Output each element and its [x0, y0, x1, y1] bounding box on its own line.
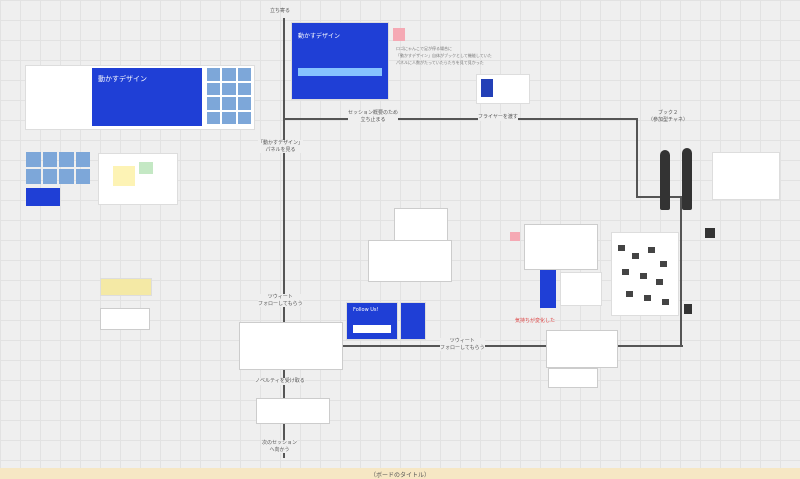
dark-tile-1 [705, 228, 715, 238]
flow-line-top [283, 118, 638, 120]
follow-us-title: Follow Us! [353, 307, 379, 313]
sketch-left [100, 308, 150, 330]
left-slide-panel[interactable]: 動かすデザイン [25, 65, 255, 130]
sketch-center [368, 240, 452, 282]
main-slide: 動かすデザイン [92, 68, 202, 126]
note-top-right-3: パネルに人数がたっていたらたちを見て見かった [396, 60, 484, 65]
floor-map[interactable] [98, 153, 178, 205]
person-silhouette-2 [682, 148, 692, 210]
red-note: 気持ちが変化した [515, 318, 556, 324]
slide-top-title: 動かすデザイン [298, 33, 341, 40]
label-next: 次のセッション へ向かう [262, 440, 298, 453]
dark-tile-2 [684, 304, 692, 314]
follow-us-slide[interactable]: Follow Us! [346, 302, 398, 340]
flow-line-right-down [680, 196, 682, 346]
pink-sticky [393, 28, 405, 41]
sketch-follow [239, 322, 343, 370]
slide-thumbnails [207, 68, 251, 124]
label-follow-left: ツウィート フォローしてもらう [258, 294, 303, 307]
label-flyer: フライヤーを渡す [478, 114, 518, 121]
label-panel: 「動かすデザイン」 パネルを見る [258, 140, 304, 153]
flow-line-right-drop [636, 118, 638, 198]
flow-line-right-hook [636, 196, 682, 198]
sketch-right-bottom [546, 330, 618, 368]
yellow-note-card[interactable] [100, 278, 152, 296]
grid-board[interactable] [611, 232, 679, 316]
note-top-right-2: 「動かすデザイン」自体がブックとして機能していた [396, 53, 492, 58]
label-follow-right: ツウィート フォローしてもらう [440, 338, 485, 351]
sketch-right-bottom-2 [548, 368, 598, 388]
pink-sticky-right [510, 232, 520, 241]
left-blue-card[interactable] [26, 188, 60, 206]
bottom-bar-text: （ボードのタイトル） [369, 472, 430, 479]
book-note-card[interactable] [712, 152, 780, 200]
sketch-right-top [524, 224, 598, 270]
sketch-small-top [394, 208, 448, 242]
note-top-right-1: ロゴにゃんこで足が停る場合に [396, 46, 452, 51]
person-silhouette-1 [660, 150, 670, 210]
sketch-novelty [256, 398, 330, 424]
label-novelty: ノベルティを受け取る [255, 378, 305, 385]
left-thumb-grid[interactable] [26, 152, 90, 184]
main-slide-title: 動かすデザイン [98, 75, 147, 83]
label-top: 立ち寄る [270, 8, 291, 14]
blue-poster[interactable] [540, 270, 556, 308]
flyer-image[interactable] [476, 74, 530, 104]
slide-top-thumbnail[interactable]: 動かすデザイン [291, 22, 389, 100]
label-book: ブック２ （参加型チャネ） [648, 110, 688, 123]
label-session: セッション概要のため 立ち止まる [348, 110, 399, 123]
follow-us-slide-2[interactable] [400, 302, 426, 340]
sticker-sheet[interactable] [560, 272, 602, 306]
flow-line-vertical [283, 18, 285, 458]
bottom-bar: （ボードのタイトル） [0, 468, 800, 479]
